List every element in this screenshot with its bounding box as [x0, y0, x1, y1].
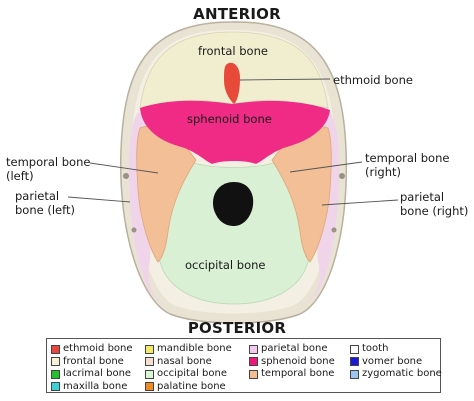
legend-swatch [51, 382, 60, 392]
occipital-bone-label: occipital bone [185, 258, 266, 272]
sphenoid-bone-label: sphenoid bone [187, 112, 272, 126]
legend-swatch [249, 344, 258, 354]
legend-label: occipital bone [157, 368, 227, 380]
legend-grid: ethmoid bone mandible bone parietal bone to… [51, 343, 442, 394]
posterior-heading: POSTERIOR [187, 319, 287, 337]
legend-item: occipital bone [145, 368, 249, 381]
legend-label: zygomatic bone [362, 368, 442, 380]
legend-swatch [51, 369, 60, 379]
legend-item: lacrimal bone [51, 368, 145, 381]
anterior-heading: ANTERIOR [193, 5, 281, 23]
legend-swatch [350, 369, 359, 379]
legend-label: lacrimal bone [63, 368, 132, 380]
sutural-foramen [339, 173, 345, 179]
frontal-bone-label: frontal bone [198, 44, 268, 58]
legend-swatch [350, 344, 359, 354]
legend-label: sphenoid bone [261, 355, 335, 367]
sphenoid-bone-region [140, 100, 330, 164]
temporal-left-region [136, 125, 197, 263]
temporal-left-leader-line [89, 162, 159, 174]
legend-item: frontal bone [51, 356, 145, 369]
temporal-right-label-line2: (right) [365, 165, 401, 179]
legend-swatch [51, 344, 60, 354]
parietal-left-leader-line [67, 196, 131, 203]
parietal-right-label-line2: bone (right) [400, 204, 469, 218]
parietal-right-leader-line [321, 199, 399, 206]
legend-label: nasal bone [157, 355, 212, 367]
legend-item: mandible bone [145, 343, 249, 356]
legend-swatch [51, 357, 60, 367]
temporal-left-label-line1: temporal bone [6, 155, 91, 169]
bone-color-legend: ethmoid bone mandible bone parietal bone to… [46, 338, 442, 394]
sutural-foramen [131, 227, 137, 233]
parietal-left-label-line2: bone (left) [15, 203, 75, 217]
legend-label: frontal bone [63, 355, 124, 367]
legend-swatch [145, 369, 154, 379]
legend-label: temporal bone [261, 368, 335, 380]
legend-swatch [249, 369, 258, 379]
legend-swatch [145, 344, 154, 354]
legend-label: palatine bone [157, 380, 226, 392]
temporal-right-region [271, 125, 332, 263]
legend-item: ethmoid bone [51, 343, 145, 356]
sutural-foramen [331, 227, 337, 233]
legend-item: vomer bone [350, 356, 440, 369]
ethmoid-bone-region [224, 62, 240, 104]
legend-swatch [145, 357, 154, 367]
legend-label: ethmoid bone [63, 343, 133, 355]
legend-item: nasal bone [145, 356, 249, 369]
legend-item: tooth [350, 343, 440, 356]
ethmoid-leader-line [239, 78, 331, 81]
legend-label: parietal bone [261, 343, 328, 355]
legend-item: parietal bone [249, 343, 350, 356]
temporal-left-label-line2: (left) [6, 169, 34, 183]
legend-swatch [350, 357, 359, 367]
legend-swatch [249, 357, 258, 367]
legend-label: mandible bone [157, 343, 232, 355]
legend-label: maxilla bone [63, 380, 128, 392]
legend-label: tooth [362, 343, 389, 355]
parietal-left-label-line1: parietal [15, 189, 60, 203]
temporal-right-label-line1: temporal bone [365, 151, 450, 165]
legend-swatch [145, 382, 154, 392]
parietal-right-label-line1: parietal [400, 190, 445, 204]
sutural-foramen [123, 173, 129, 179]
foramen-magnum [212, 182, 254, 226]
skull-base-diagram [67, 21, 399, 324]
legend-item: temporal bone [249, 368, 350, 381]
legend-item: maxilla bone [51, 381, 145, 394]
temporal-right-leader-line [289, 161, 363, 173]
legend-item: palatine bone [145, 381, 249, 394]
legend-item: sphenoid bone [249, 356, 350, 369]
legend-item: zygomatic bone [350, 368, 442, 381]
ethmoid-bone-label: ethmoid bone [333, 73, 413, 87]
legend-label: vomer bone [362, 355, 423, 367]
